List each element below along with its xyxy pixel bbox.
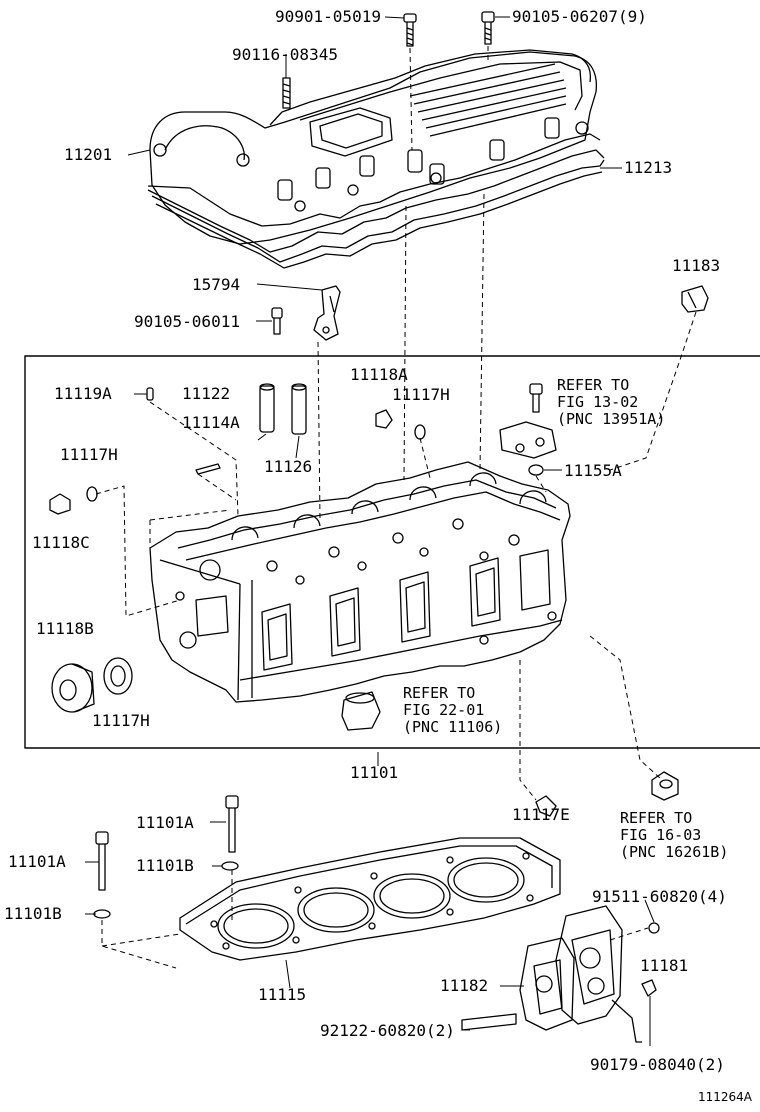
bracket-15794	[271, 285, 341, 341]
label-11118A: 11118A	[350, 365, 408, 384]
head-small-parts	[49, 383, 557, 731]
label-11101B-upper: 11101B	[136, 856, 194, 875]
cover-bolt-bosses	[277, 117, 589, 212]
cover-gasket	[151, 159, 605, 269]
water-outlet-assembly	[461, 905, 660, 1043]
label-11114A: 11114A	[182, 413, 240, 432]
cylinder-head-cover	[147, 49, 605, 253]
label-11117H-bottom: 11117H	[92, 711, 150, 730]
label-92122-60820: 92122-60820(2)	[320, 1021, 455, 1040]
note-refer-fig-22-01: REFER TO FIG 22-01 (PNC 11106)	[403, 684, 503, 736]
label-11115: 11115	[258, 985, 307, 1004]
label-11101B-lower: 11101B	[4, 904, 62, 923]
label-11122: 11122	[182, 384, 231, 403]
cylinder-head	[149, 461, 571, 703]
figure-id: 111264A	[698, 1090, 753, 1104]
label-11126: 11126	[264, 457, 313, 476]
label-11213: 11213	[624, 158, 673, 177]
cylinder-head-side-ports	[261, 549, 551, 671]
label-90179-08040: 90179-08040(2)	[590, 1055, 725, 1074]
note-refer-fig-13-02: REFER TO FIG 13-02 (PNC 13951A)	[557, 376, 666, 428]
label-90116-08345: 90116-08345	[232, 45, 338, 64]
label-11117E: 11117E	[512, 805, 570, 824]
label-11182: 11182	[440, 976, 489, 995]
label-90901-05019: 90901-05019	[275, 7, 381, 26]
label-11117H-left: 11117H	[60, 445, 118, 464]
label-11119A: 11119A	[54, 384, 112, 403]
label-90105-06207: 90105-06207(9)	[512, 7, 647, 26]
lower-fittings	[535, 771, 679, 817]
label-91511-60820: 91511-60820(4)	[592, 887, 727, 906]
label-11101A-upper: 11101A	[136, 813, 194, 832]
plug-11183	[681, 285, 709, 313]
label-11118C: 11118C	[32, 533, 90, 552]
dashed-alignment-lines	[95, 46, 697, 969]
label-11201: 11201	[64, 145, 113, 164]
label-11101A-lower: 11101A	[8, 852, 66, 871]
label-15794: 15794	[192, 275, 241, 294]
label-11183: 11183	[672, 256, 721, 275]
head-subassembly-frame	[24, 355, 760, 749]
label-11155A: 11155A	[564, 461, 622, 480]
label-11117H-top: 11117H	[392, 385, 450, 404]
label-11101: 11101	[350, 763, 399, 782]
label-11181: 11181	[640, 956, 689, 975]
leader-lines	[85, 16, 655, 1046]
label-90105-06011: 90105-06011	[134, 312, 240, 331]
gasket-bolt-holes	[210, 852, 534, 950]
head-gasket	[179, 837, 561, 961]
note-refer-fig-16-03: REFER TO FIG 16-03 (PNC 16261B)	[620, 809, 729, 861]
head-bolts	[93, 795, 239, 919]
label-11118B: 11118B	[36, 619, 94, 638]
